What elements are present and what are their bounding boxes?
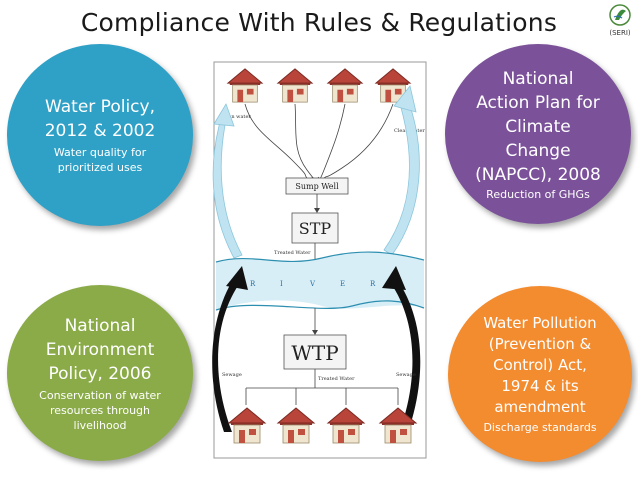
river-letter: E xyxy=(340,280,345,288)
water-act-sub-1: Discharge standards xyxy=(483,421,597,434)
river-letter: I xyxy=(280,280,283,288)
river-letter: R xyxy=(370,280,376,288)
nep-title-2: Environment xyxy=(45,339,155,360)
wtp-label: WTP xyxy=(291,341,338,365)
nep-sub-2: resources through xyxy=(49,403,151,417)
water-act-title-3: Control) Act, xyxy=(493,356,587,374)
water-act-title-2: (Prevention & xyxy=(488,335,592,353)
napcc-title-3: Climate xyxy=(505,116,571,137)
nep-title-3: Policy, 2006 xyxy=(48,363,152,384)
nep-sub-1: Conservation of water xyxy=(39,388,161,402)
water-policy-bubble: Water Policy, 2012 & 2002 Water quality … xyxy=(7,44,193,226)
water-act-bubble: Water Pollution (Prevention & Control) A… xyxy=(448,286,632,462)
napcc-sub-1: Reduction of GHGs xyxy=(486,187,590,201)
water-policy-title-1: Water Policy, xyxy=(45,97,155,117)
nep-sub-3: livelihood xyxy=(73,418,127,432)
river-letter: R xyxy=(250,280,256,288)
nep-title-1: National xyxy=(64,315,136,336)
river-letter: V xyxy=(309,280,316,288)
water-policy-title-2: 2012 & 2002 xyxy=(44,121,156,141)
water-act-title-5: amendment xyxy=(494,398,586,416)
treated-water-top-label: Treated Water xyxy=(274,250,311,256)
sewage-left-label: Sewage xyxy=(222,372,242,378)
stp-box xyxy=(291,212,339,244)
water-policy-sub-1: Water quality for xyxy=(53,146,147,159)
wtp-box xyxy=(283,334,347,370)
treated-water-bottom-label: Treated Water xyxy=(318,376,355,382)
water-act-title-4: 1974 & its xyxy=(501,377,579,395)
page-title: Compliance With Rules & Regulations xyxy=(80,8,558,37)
water-act-title-1: Water Pollution xyxy=(483,314,597,332)
napcc-bubble: National Action Plan for Climate Change … xyxy=(445,44,631,224)
stp-label: STP xyxy=(299,219,332,238)
water-policy-sub-2: prioritized uses xyxy=(57,161,143,174)
nep-bubble: National Environment Policy, 2006 Conser… xyxy=(7,285,193,461)
logo-text: (SERI) xyxy=(609,29,631,37)
seri-logo: (SERI) xyxy=(602,2,638,42)
sewage-right-label: Sewage xyxy=(396,372,416,378)
napcc-title-1: National xyxy=(502,68,574,89)
napcc-title-5: (NAPCC), 2008 xyxy=(475,164,601,185)
napcc-title-4: Change xyxy=(505,140,571,161)
napcc-title-2: Action Plan for xyxy=(476,92,600,113)
clean-water-left-label: Clean water xyxy=(220,114,251,120)
water-cycle-diagram: Clean water Clean water Sump Well STP Tr… xyxy=(212,61,427,459)
sump-well-label: Sump Well xyxy=(295,182,339,191)
